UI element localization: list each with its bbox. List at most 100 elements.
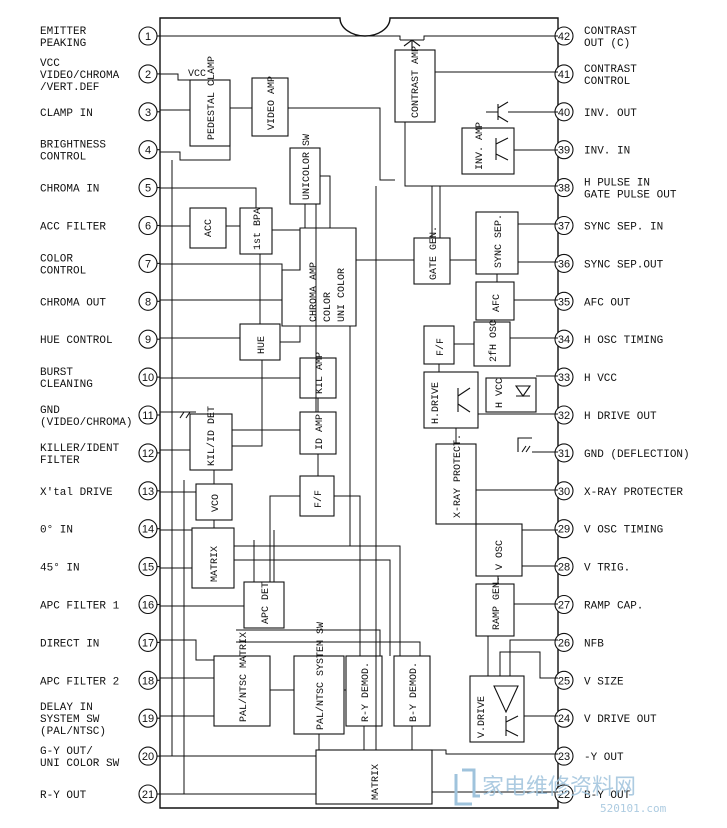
left-label-group: EMITTERPEAKINGVCCVIDEO/CHROMA/VERT.DEFCL… [40,26,132,802]
pin-10-circle [138,367,158,387]
pin-32-circle [554,405,574,425]
pin-19-label-line-3: (PAL/NTSC) [40,726,106,738]
pin-14-label-line-1: 0° IN [40,525,73,537]
pin-20-number: 20 [142,751,154,763]
block-acc [189,207,227,249]
right-pin-group: 2223242526272829303132333435363738394041… [554,26,574,804]
pin-7-circle [138,253,158,273]
block-chroma-amp [281,227,357,327]
pin-3-number: 3 [145,107,151,119]
pin-1-label-line-1: EMITTER [40,26,87,38]
pin-31-circle [554,443,574,463]
pin-26-circle [554,632,574,652]
acc-label: ACC [204,219,215,237]
pin-23-label-line-1: -Y OUT [584,752,624,764]
v-drive-label: V.DRIVE [477,696,488,738]
pin-1-number: 1 [145,31,151,43]
watermark-logo-icon [454,768,480,806]
pin-39-label-line-1: INV. IN [584,146,630,158]
sync-sep-label: SYNC SEP. [494,214,505,268]
pin-18-label-line-1: APC FILTER 2 [40,676,119,688]
h-drive-label: H.DRIVE [431,382,442,424]
pin-29-circle [554,519,574,539]
pin-21-number: 21 [142,789,154,801]
pin-2-circle [138,64,158,84]
pin-16-number: 16 [142,600,154,612]
pin-23-number: 23 [558,751,570,763]
pin-35-label-line-1: AFC OUT [584,297,631,309]
chip-outline [159,17,559,809]
pin-29-number: 29 [558,524,570,536]
h-drive-transistor [457,387,471,413]
pin-35-circle [554,291,574,311]
pin-6-number: 6 [145,221,151,233]
pin-12-label-line-2: FILTER [40,455,80,467]
pin-24-label-line-1: V DRIVE OUT [584,714,657,726]
matrix-upper-label: MATRIX [210,546,221,582]
pin-19-label-line-1: DELAY IN [40,702,93,714]
gate-gen-label: GATE GEN. [429,226,440,280]
watermark: 家电维修资料网 520101.com [454,768,667,815]
pin-3-circle [138,102,158,122]
pin-41-label-line-2: CONTROL [584,76,630,88]
pin-8-label-line-1: CHROMA OUT [40,297,106,309]
pin-28-label-line-1: V TRIG. [584,563,630,575]
pin-6-circle [138,215,158,236]
chroma-amp-line3: UNI COLOR [337,268,348,322]
inv-amp-transistor [495,137,509,161]
chroma-amp-line2: COLOR [323,292,334,322]
h-vcc-diode [514,385,532,397]
pin-33-label-line-1: H VCC [584,373,617,385]
video-amp-label: VIDEO AMP [267,76,278,130]
pin-9-number: 9 [145,334,151,346]
afc-label: AFC [492,294,503,312]
ff-chroma-label: F/F [313,490,325,508]
pin-2-number: 2 [145,69,151,81]
pin-24-number: 24 [558,713,570,725]
block-pedestal-clamp [189,79,231,147]
block-afc [475,281,515,321]
pin-13-circle [138,481,158,501]
block-video-amp [251,77,289,137]
v-drive-transistor [505,715,519,737]
pin-22-label-line-1: B-Y OUT [584,790,631,802]
pin-10-label-line-1: BURST [40,367,73,379]
pin-5-circle [138,178,158,198]
contrast-out-transistor [400,39,424,50]
pin-11-label-line-1: GND [40,405,60,417]
by-demod-label: B-Y DEMOD. [409,662,420,722]
pin-31-number: 31 [558,448,570,460]
block-inv-amp [461,127,515,175]
pin-20-circle [138,746,158,766]
pin-2-label-line-3: /VERT.DEF [40,82,99,94]
pin-15-label-line-1: 45° IN [40,563,80,575]
pin-11-label-line-2: (VIDEO/CHROMA) [40,417,132,429]
pin-22-number: 22 [558,789,570,801]
pin-27-number: 27 [558,600,570,612]
unicolor-sw-label: UNICOLOR SW [302,134,313,200]
pin-42-label-line-2: OUT (C) [584,38,630,50]
ry-demod-label: R-Y DEMOD. [361,662,372,722]
pin-9-label-line-1: HUE CONTROL [40,335,113,347]
block-matrix-upper [191,527,235,589]
pin-10-number: 10 [142,372,154,384]
pin-25-label-line-1: V SIZE [584,676,624,688]
pin-34-circle [554,329,574,349]
pin-37-label-line-1: SYNC SEP. IN [584,222,663,234]
pin-33-number: 33 [558,372,570,384]
h-vcc-label: H VCC [495,378,506,408]
pin-38-circle [554,178,574,198]
pin-38-label-line-2: GATE PULSE OUT [584,190,677,202]
pin-4-circle [138,140,158,160]
matrix-lower-label: MATRIX [371,764,382,800]
pin-40-label-line-1: INV. OUT [584,108,637,120]
v-drive-opamp [493,685,519,714]
hue-label: HUE [257,336,268,354]
pin-28-number: 28 [558,562,570,574]
pin-27-label-line-1: RAMP CAP. [584,601,643,613]
pin-12-number: 12 [142,448,154,460]
pin-42-number: 42 [558,31,570,43]
pin-4-label-line-2: CONTROL [40,152,86,164]
pin-19-number: 19 [142,713,154,725]
